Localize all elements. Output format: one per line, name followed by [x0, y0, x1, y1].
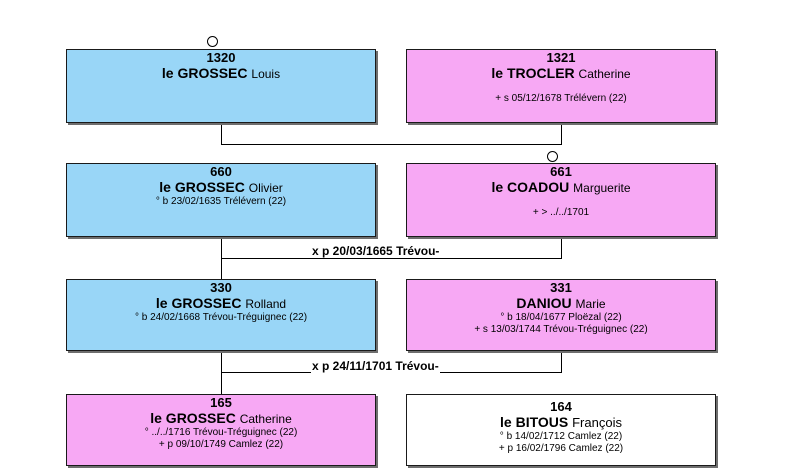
- connector-331-down: [561, 351, 562, 372]
- surname: le TROCLER: [491, 65, 575, 81]
- sosa-number: 330: [210, 280, 232, 295]
- sosa-number: 165: [210, 395, 232, 410]
- person-card-1321[interactable]: 1321 le TROCLER Catherine + s 05/12/1678…: [406, 49, 716, 123]
- connector-1320-down: [221, 123, 222, 144]
- person-name: le BITOUS François: [407, 414, 715, 431]
- given-name: François: [572, 415, 622, 430]
- person-card-661[interactable]: 661 le COADOU Marguerite + > ../../1701: [406, 163, 716, 237]
- event-line: + s 05/12/1678 Trélévern (22): [495, 93, 627, 104]
- given-name: Louis: [251, 67, 281, 81]
- marriage-label-330-331: x p 24/11/1701 Trévou-: [311, 359, 440, 373]
- person-card-660[interactable]: 660 le GROSSEC Olivier ° b 23/02/1635 Tr…: [66, 163, 376, 237]
- sosa-number: 1320: [206, 50, 236, 65]
- event-line: ° b 14/02/1712 Camlez (22): [499, 431, 623, 442]
- given-name: Marie: [575, 297, 606, 311]
- connector-couple-660-661: [221, 258, 562, 259]
- event-line: ° b 24/02/1668 Trévou-Tréguignec (22): [134, 312, 308, 323]
- connector-couple-1320-1321: [221, 144, 562, 145]
- surname: le GROSSEC: [155, 295, 242, 311]
- person-name: le GROSSEC Rolland: [67, 295, 375, 312]
- person-card-164[interactable]: 164 le BITOUS François ° b 14/02/1712 Ca…: [406, 394, 716, 466]
- given-name: Catherine: [578, 67, 631, 81]
- person-name: le GROSSEC Catherine: [67, 410, 375, 427]
- event-line: + s 13/03/1744 Trévou-Tréguignec (22): [474, 324, 648, 335]
- event-line: + p 16/02/1796 Camlez (22): [498, 443, 624, 454]
- given-name: Rolland: [245, 297, 287, 311]
- event-line: ° b 23/02/1635 Trélévern (22): [155, 196, 287, 207]
- given-name: Marguerite: [573, 181, 631, 195]
- connector-661-down: [561, 237, 562, 258]
- sosa-number: 164: [550, 399, 572, 414]
- event-line: + > ../../1701: [532, 207, 590, 218]
- person-name: le COADOU Marguerite: [407, 179, 715, 196]
- sosa-number: 331: [550, 280, 572, 295]
- surname: le GROSSEC: [159, 179, 245, 195]
- person-name: le GROSSEC Louis: [67, 65, 375, 82]
- person-name: le TROCLER Catherine: [407, 65, 715, 82]
- given-name: Catherine: [239, 412, 292, 426]
- circle-marker-661: [547, 151, 558, 162]
- sosa-number: 661: [550, 164, 572, 179]
- person-card-1320[interactable]: 1320 le GROSSEC Louis: [66, 49, 376, 123]
- person-name: DANIOU Marie: [407, 295, 715, 312]
- sosa-number: 660: [210, 164, 232, 179]
- connector-1321-down: [561, 123, 562, 144]
- given-name: Olivier: [248, 181, 283, 195]
- person-card-165[interactable]: 165 le GROSSEC Catherine ° ../../1716 Tr…: [66, 394, 376, 466]
- surname: le GROSSEC: [150, 410, 236, 426]
- surname: le GROSSEC: [161, 65, 248, 81]
- marriage-label-660-661: x p 20/03/1665 Trévou-: [311, 244, 441, 258]
- person-name: le GROSSEC Olivier: [67, 179, 375, 196]
- event-line: + p 09/10/1749 Camlez (22): [158, 439, 284, 450]
- sosa-number: 1321: [546, 50, 576, 65]
- event-line: ° b 18/04/1677 Ploëzal (22): [500, 312, 622, 323]
- surname: le COADOU: [491, 179, 570, 195]
- person-card-330[interactable]: 330 le GROSSEC Rolland ° b 24/02/1668 Tr…: [66, 279, 376, 351]
- surname: DANIOU: [516, 295, 572, 311]
- surname: le BITOUS: [500, 414, 569, 430]
- event-line: ° ../../1716 Trévou-Tréguignec (22): [144, 427, 298, 438]
- person-card-331[interactable]: 331 DANIOU Marie ° b 18/04/1677 Ploëzal …: [406, 279, 716, 351]
- circle-marker-1320: [207, 36, 218, 47]
